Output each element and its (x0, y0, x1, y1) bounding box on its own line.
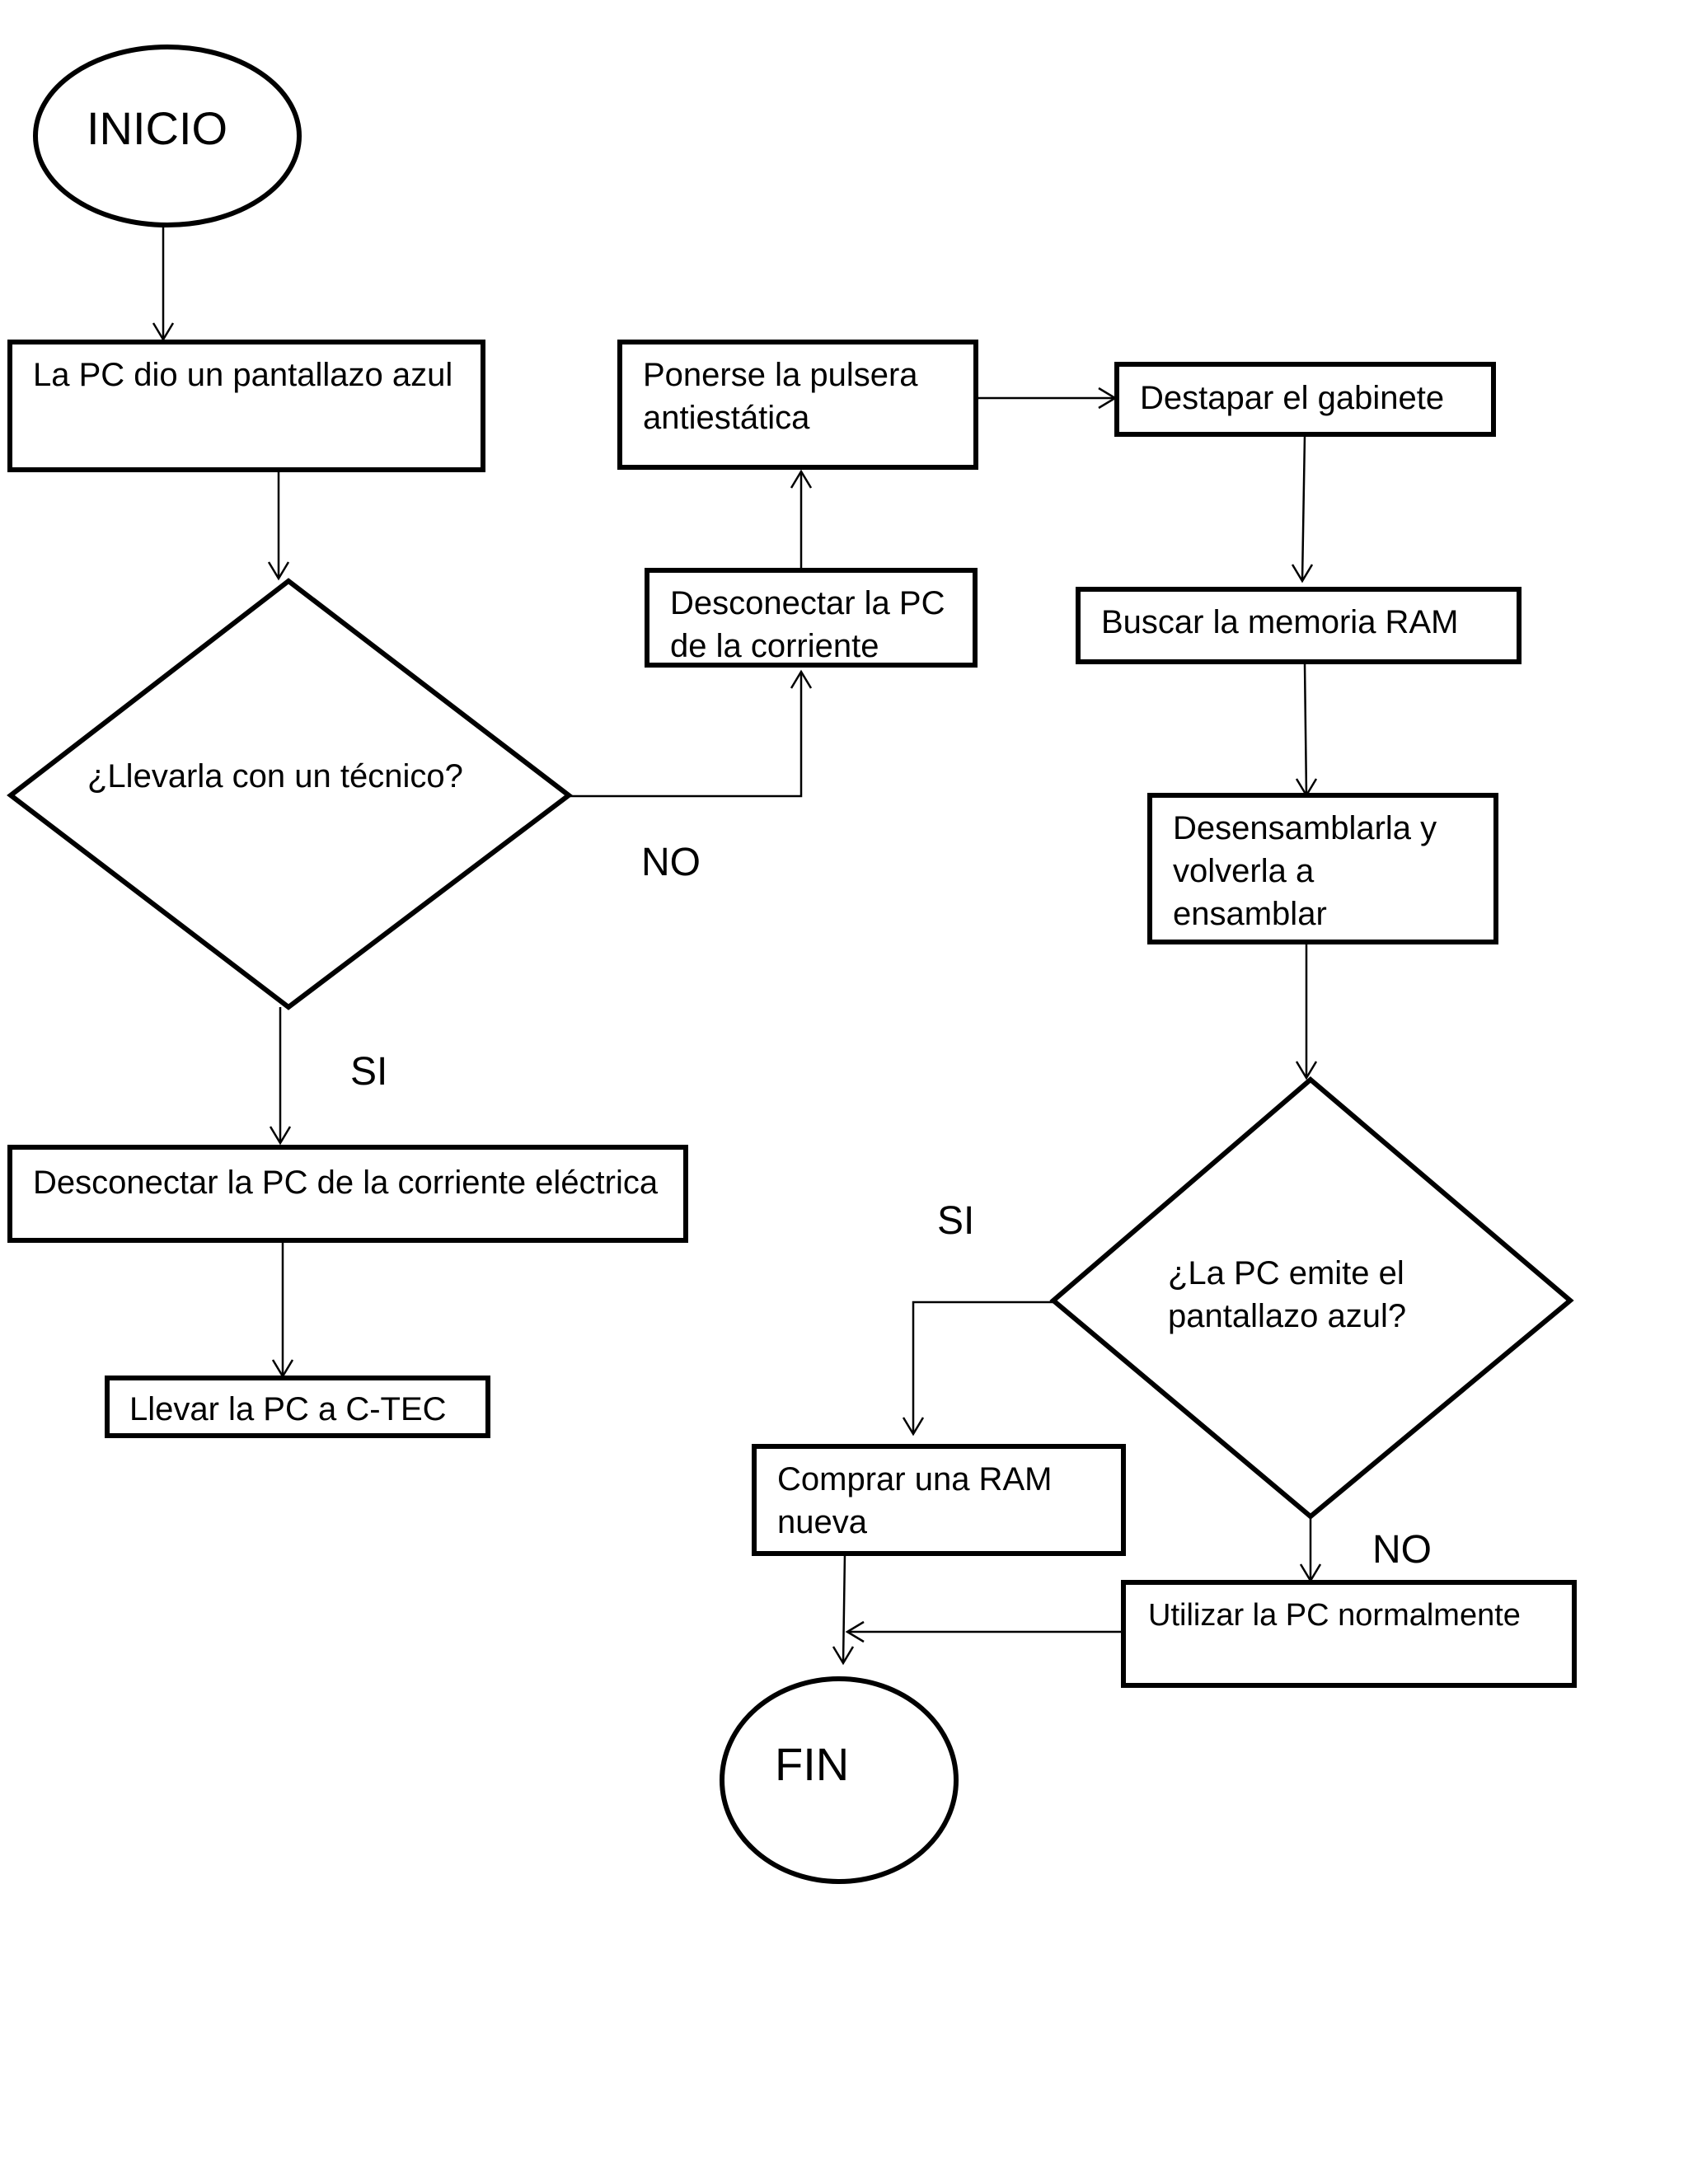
process-wristband: Ponerse la pulsera antiestática (617, 340, 978, 470)
arrow-decision-si-to-buy-ram (902, 1301, 1053, 1436)
branch-label-no-technician: NO (641, 841, 701, 884)
process-wristband-line1: Ponerse la pulsera (643, 357, 918, 393)
process-find-ram: Buscar la memoria RAM (1076, 587, 1522, 664)
process-blue-screen: La PC dio un pantallazo azul (7, 340, 485, 472)
decision-technician-label: ¿Llevarla con un técnico? (87, 758, 463, 794)
decision-technician: ¿Llevarla con un técnico? (7, 578, 573, 1010)
decision-blue-screen-line1: ¿La PC emite el (1168, 1255, 1404, 1291)
start-label: INICIO (87, 102, 227, 154)
arrow-open-case-to-find-ram (1291, 434, 1314, 583)
arrow-decision-si-to-technician (269, 1007, 292, 1146)
start-terminal: INICIO (33, 45, 302, 227)
arrow-decision-no-to-use-normally (1299, 1516, 1322, 1583)
connectors (152, 227, 1322, 1666)
process-take-ctec: Llevar la PC a C-TEC (105, 1376, 490, 1438)
process-buy-ram-line2: nueva (777, 1504, 868, 1540)
process-open-case: Destapar el gabinete (1114, 362, 1496, 437)
arrow-start-to-blue-screen (152, 227, 175, 342)
end-label: FIN (775, 1738, 849, 1790)
process-buy-ram-line1: Comprar una RAM (777, 1461, 1052, 1497)
process-find-ram-label: Buscar la memoria RAM (1101, 604, 1458, 640)
process-open-case-label: Destapar el gabinete (1140, 380, 1444, 416)
arrow-reassemble-to-decision (1295, 944, 1318, 1080)
arrow-unplug-to-wristband (790, 469, 813, 569)
process-use-normally: Utilizar la PC normalmente (1121, 1580, 1577, 1688)
arrow-blue-screen-to-decision (267, 470, 290, 581)
arrow-use-normally-to-end (845, 1620, 1123, 1643)
process-buy-ram: Comprar una RAM nueva (752, 1444, 1126, 1556)
process-reassemble-line2: volverla a (1173, 853, 1315, 889)
process-take-ctec-label: Llevar la PC a C-TEC (129, 1391, 447, 1427)
process-reassemble: Desensamblarla y volverla a ensamblar (1147, 793, 1498, 944)
process-unplug-electric-label: Desconectar la PC de la corriente eléctr… (33, 1165, 659, 1201)
process-unplug-line2: de la corriente (670, 628, 879, 664)
process-wristband-line2: antiestática (643, 400, 810, 436)
arrow-wristband-to-open-case (977, 387, 1118, 410)
process-unplug-electric: Desconectar la PC de la corriente eléctr… (7, 1145, 688, 1243)
branch-label-si-technician: SI (350, 1050, 387, 1094)
branch-label-no-blue-screen: NO (1372, 1528, 1432, 1572)
process-use-normally-label: Utilizar la PC normalmente (1148, 1598, 1521, 1633)
process-reassemble-line1: Desensamblarla y (1173, 810, 1437, 846)
branch-label-si-blue-screen: SI (937, 1199, 974, 1243)
process-unplug: Desconectar la PC de la corriente (645, 568, 978, 668)
arrow-decision-no-to-unplug (569, 669, 813, 798)
end-terminal: FIN (720, 1676, 959, 1884)
process-unplug-line1: Desconectar la PC (670, 585, 945, 621)
arrow-find-ram-to-reassemble (1295, 663, 1318, 798)
process-blue-screen-label: La PC dio un pantallazo azul (33, 357, 452, 393)
process-reassemble-line3: ensamblar (1173, 896, 1327, 932)
decision-blue-screen: ¿La PC emite el pantallazo azul? (1049, 1076, 1574, 1520)
arrow-unplug-electric-to-ctec (271, 1241, 294, 1379)
decision-blue-screen-line2: pantallazo azul? (1168, 1298, 1406, 1334)
arrow-buy-ram-to-end (832, 1553, 855, 1666)
